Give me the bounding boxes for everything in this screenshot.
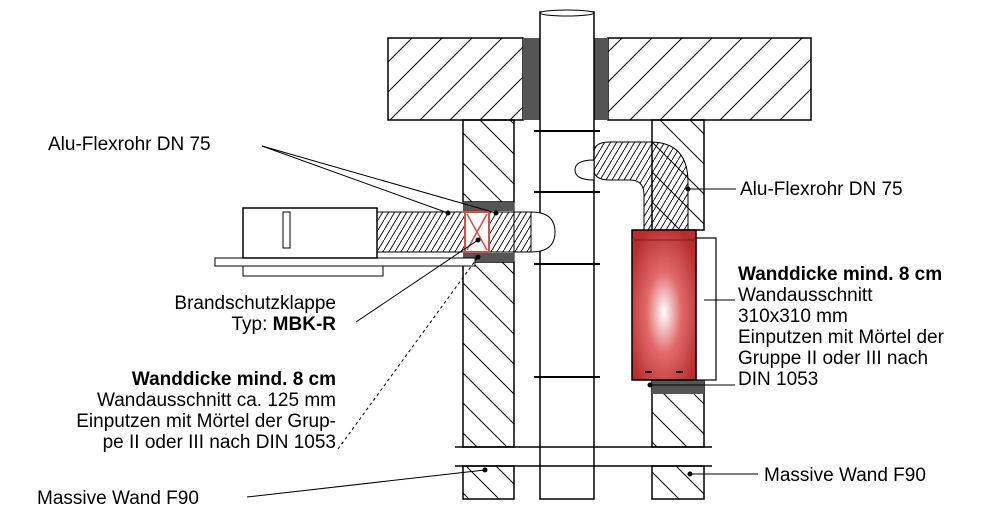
floor-lines bbox=[455, 446, 712, 467]
right-wall-line3: Einputzen mit Mörtel der bbox=[738, 327, 944, 348]
right-wall-line1: Wandausschnitt bbox=[738, 285, 873, 306]
fire-damper bbox=[464, 211, 490, 253]
riser-pipe bbox=[534, 9, 600, 500]
left-wall-line1: Wandausschnitt ca. 125 mm bbox=[96, 390, 336, 411]
right-wall-line2: 310x310 mm bbox=[738, 306, 848, 327]
label-flexrohr-right: Alu-Flexrohr DN 75 bbox=[740, 179, 903, 200]
damper-type-line: Typ: MBK-R bbox=[174, 314, 336, 335]
right-wall-line5: DIN 1053 bbox=[738, 369, 819, 390]
right-wall-line4: Gruppe II oder III nach bbox=[738, 348, 929, 369]
ceiling-box bbox=[214, 207, 476, 277]
ceiling-slab bbox=[387, 37, 812, 121]
left-wall-title: Wanddicke mind. 8 cm bbox=[131, 369, 336, 390]
label-massive-wand-left: Massive Wand F90 bbox=[37, 488, 199, 509]
label-brandschutzklappe: Brandschutzklappe Typ: MBK-R bbox=[174, 293, 336, 335]
left-wall bbox=[462, 119, 515, 500]
label-massive-wand-right: Massive Wand F90 bbox=[764, 465, 926, 486]
leader-lines bbox=[246, 145, 758, 498]
damper-name: Brandschutzklappe bbox=[174, 293, 336, 314]
damper-type: MBK-R bbox=[272, 314, 336, 335]
label-flexrohr-left: Alu-Flexrohr DN 75 bbox=[48, 134, 211, 155]
right-wall-title: Wanddicke mind. 8 cm bbox=[738, 264, 943, 285]
label-left-wall-spec: Wanddicke mind. 8 cm Wandausschnitt ca. … bbox=[76, 369, 336, 453]
left-wall-line2: Einputzen mit Mörtel der Grup- bbox=[76, 411, 336, 432]
damper-type-prefix: Typ: bbox=[231, 314, 273, 335]
wall-damper-right bbox=[631, 229, 717, 381]
flex-duct-right bbox=[574, 141, 689, 233]
flex-duct-left bbox=[376, 211, 556, 253]
left-wall-line3: pe II oder III nach DIN 1053 bbox=[102, 432, 336, 453]
label-right-wall-spec: Wanddicke mind. 8 cm Wandausschnitt 310x… bbox=[738, 264, 944, 390]
